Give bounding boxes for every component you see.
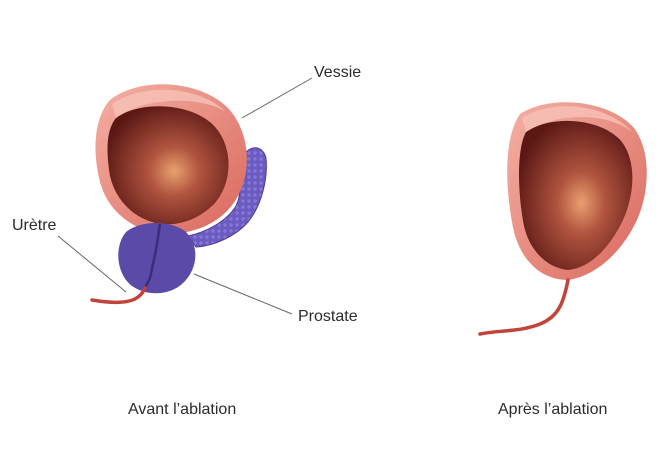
bladder-rim-after (522, 106, 632, 132)
urethra-after (478, 278, 570, 336)
caption-after-ablation: Après l’ablation (498, 401, 608, 418)
before-anatomy (57, 77, 313, 315)
urethra-before (90, 286, 147, 305)
caption-before-ablation: Avant l’ablation (128, 401, 237, 418)
prostate-channel (143, 223, 162, 289)
label-urethra: Urètre (12, 217, 57, 234)
label-bladder: Vessie (314, 64, 362, 81)
bladder-cavity-after (519, 120, 633, 270)
label-prostate: Prostate (298, 308, 358, 325)
leader-line-urethra (57, 235, 127, 293)
prostate (118, 223, 196, 294)
after-anatomy (478, 102, 647, 336)
leader-line-bladder (241, 77, 313, 119)
leader-line-prostate (193, 273, 293, 315)
bladder-rim-before (112, 89, 226, 118)
bladder-cavity-before (107, 106, 229, 225)
seminal-vesicle (187, 147, 267, 248)
